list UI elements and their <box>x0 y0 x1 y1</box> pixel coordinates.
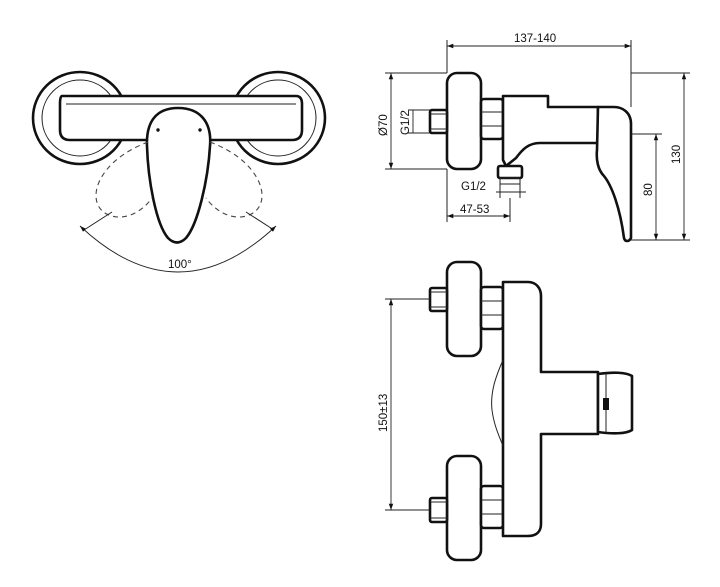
side-mixer-body <box>501 94 600 168</box>
lower-hex-nut <box>479 484 505 530</box>
lever-dot-left <box>156 128 160 132</box>
rotation-angle-label: 100° <box>168 259 192 271</box>
lever-dot-right <box>198 128 202 132</box>
side-outlet <box>496 164 524 180</box>
side-hex-nut <box>479 97 505 141</box>
lever-handle-top <box>145 106 212 244</box>
dim-outlet-height: 80 <box>643 183 655 196</box>
top-view: 100° <box>31 70 327 273</box>
dim-inlet-thread: G1/2 <box>400 110 412 135</box>
upper-rosette <box>445 260 483 358</box>
dim-outlet-thread: G1/2 <box>461 181 486 193</box>
rotation-arc <box>79 225 277 273</box>
side-lever <box>595 105 633 243</box>
front-view: 150±13 <box>378 260 634 562</box>
dim-overall-depth: 137-140 <box>514 33 556 45</box>
side-wall-plate <box>445 71 483 171</box>
front-mixer-body <box>501 280 600 538</box>
lever-rotated-right <box>205 141 263 218</box>
upper-hex-nut <box>479 285 505 331</box>
lower-rosette <box>445 454 483 562</box>
side-view: 137-140 Ø70 G1/2 G1/2 47-53 80 130 <box>378 33 690 243</box>
lever-rotated-left <box>95 141 153 218</box>
dim-inlet-centres: 150±13 <box>378 394 390 432</box>
dim-outlet-offset: 47-53 <box>460 204 489 216</box>
dim-overall-height: 130 <box>671 145 683 164</box>
dim-wall-plate-diameter: Ø70 <box>378 114 390 136</box>
